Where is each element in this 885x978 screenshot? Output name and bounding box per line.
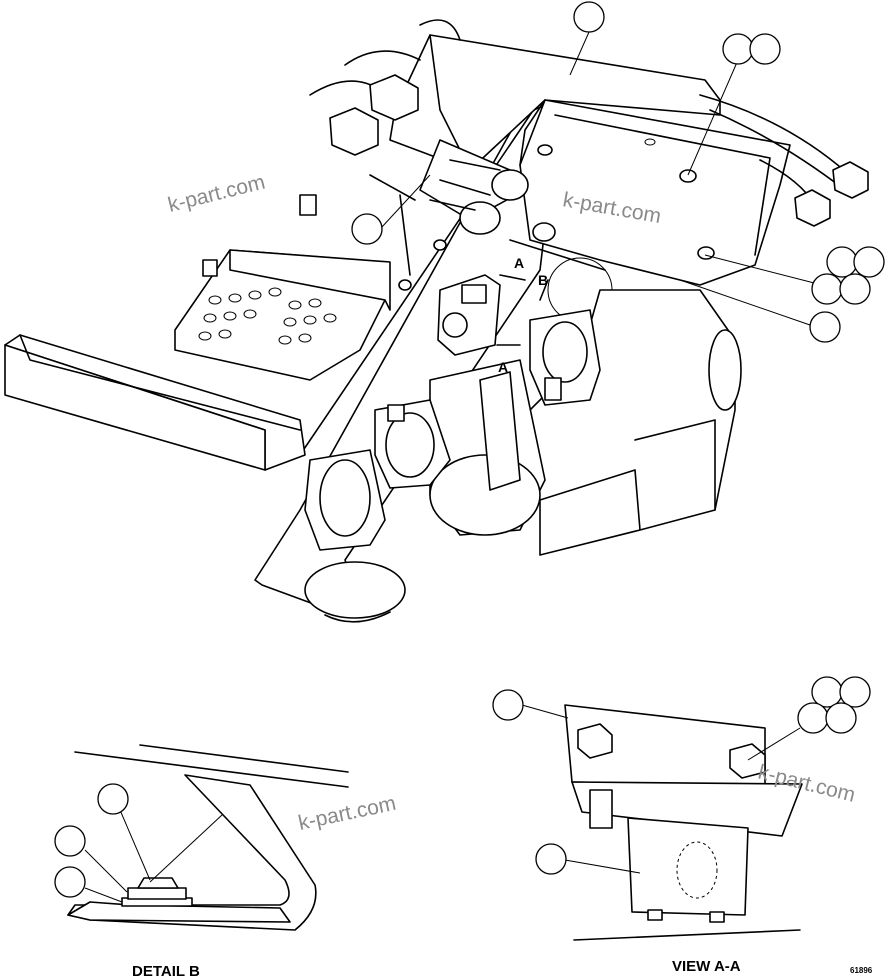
left-step-face (4, 344, 266, 471)
callout-leader (679, 279, 811, 326)
callout-leader (380, 174, 431, 229)
gearbox-end (708, 329, 742, 411)
callout-leader (564, 859, 641, 874)
detail-b-label: DETAIL B (132, 963, 200, 978)
callouts-main (351, 1, 885, 343)
callout-bubble (573, 1, 605, 33)
callout-leader (149, 814, 223, 883)
plug-d (537, 144, 553, 156)
detail-b-top-line-2 (139, 744, 349, 773)
view-aa-fitting-2 (729, 743, 766, 779)
section-arrow-a1 (499, 274, 526, 281)
main-assembly: A A B (4, 19, 869, 623)
callout-bubble (351, 213, 383, 245)
view-aa-fitting-1 (577, 723, 613, 759)
gearbox-front (634, 419, 716, 511)
wire-2 (369, 174, 416, 201)
guard-top-flange (229, 249, 391, 311)
section-label-b: B (538, 272, 548, 288)
guard-clip (202, 259, 218, 277)
section-arrow-b (539, 279, 549, 301)
callout-bubble (535, 843, 567, 875)
callout-bubble (811, 676, 843, 708)
guard-holes (198, 287, 337, 345)
view-aa-block (589, 789, 613, 829)
hex-fitting-3 (369, 74, 419, 121)
view-aa-ground (573, 929, 801, 941)
callout-leader (119, 809, 151, 881)
bolt-g (433, 239, 447, 251)
left-step-fold (19, 334, 301, 431)
figure-ref: 61896 (850, 966, 873, 975)
view-aa-foot-2 (709, 911, 725, 923)
callout-bubble (809, 311, 841, 343)
detail-b-base (67, 901, 291, 923)
callout-bubble (811, 273, 843, 305)
detail-b-nut (127, 887, 187, 900)
clamp-motor-1 (529, 309, 601, 406)
pump-drum (429, 454, 541, 536)
bracket-small (299, 194, 317, 216)
callout-leader (687, 59, 739, 176)
hex-fitting-1 (832, 161, 869, 199)
section-label-a2: A (498, 359, 508, 375)
view-a-a: VIEW A-A (492, 676, 871, 975)
tube-1b (709, 109, 846, 191)
callout-leader (747, 727, 801, 761)
view-aa-flange (571, 781, 803, 837)
callout-bubble (839, 273, 871, 305)
detail-b: DETAIL B (54, 744, 349, 978)
center-valve-port (442, 312, 468, 338)
right-block-edge (519, 99, 546, 166)
section-label-a1: A (514, 255, 524, 271)
slot-e (644, 138, 656, 146)
callout-bubble (97, 783, 129, 815)
view-aa-foot-1 (647, 909, 663, 921)
callout-bubble (825, 702, 857, 734)
view-aa-port (676, 841, 718, 899)
solenoid-coils (419, 139, 529, 235)
right-valve-block (519, 99, 791, 286)
watermark: k-part.com (166, 171, 268, 217)
callout-bubble (797, 702, 829, 734)
callout-leader (84, 849, 128, 893)
callout-bubble (492, 689, 524, 721)
hose-2 (344, 50, 421, 66)
plug-a (532, 222, 556, 242)
view-aa-label: VIEW A-A (672, 958, 741, 975)
wire-1 (399, 194, 411, 276)
callout-bubble (826, 246, 858, 278)
clamp-motor-2 (374, 399, 451, 489)
hex-fitting-4 (329, 107, 379, 156)
right-block-face (554, 114, 771, 256)
view-aa-valve (627, 817, 749, 916)
callout-leader (704, 254, 823, 286)
watermark: k-part.com (296, 792, 398, 835)
callout-bubble (54, 825, 86, 857)
clamp-motor-3 (304, 449, 406, 623)
center-valve-cap (461, 284, 487, 304)
plug-b (679, 169, 697, 183)
detail-b-top-line (74, 751, 349, 788)
hose-3 (419, 19, 461, 41)
bolt-h (398, 279, 412, 291)
pump-flange (479, 371, 521, 491)
hex-fitting-2 (794, 189, 831, 227)
callout-bubble (749, 33, 781, 65)
callout-leader (521, 704, 569, 719)
callout-bubble (722, 33, 754, 65)
callout-bubble (839, 676, 871, 708)
detail-b-bolt-head (137, 877, 179, 889)
callout-bubble (853, 246, 885, 278)
callout-leader (569, 31, 590, 76)
callout-leader (84, 887, 123, 903)
gearbox-bottom (539, 469, 641, 531)
callout-bubble (54, 866, 86, 898)
section-line (509, 239, 606, 271)
